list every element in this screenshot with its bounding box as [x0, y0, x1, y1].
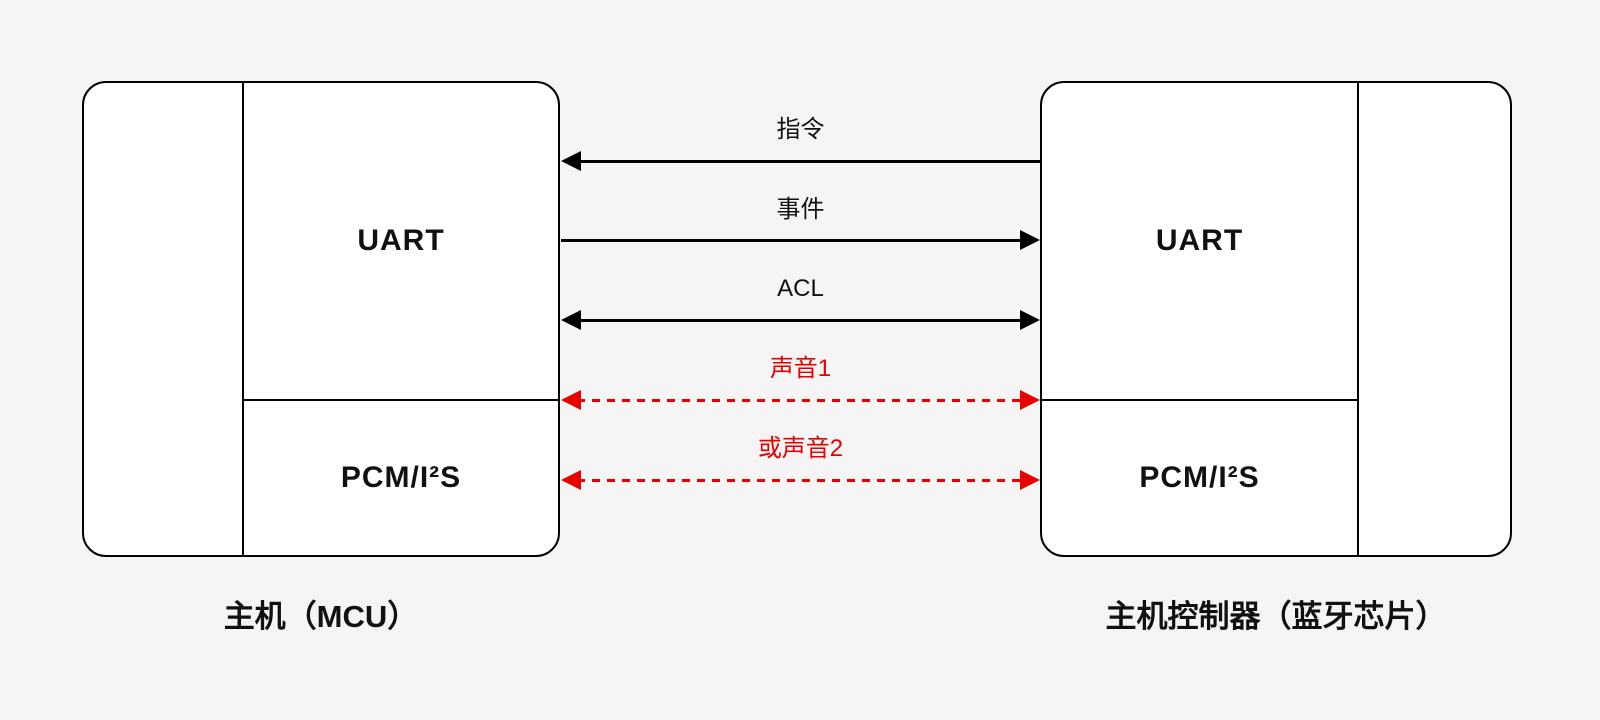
- audio1-arrow-shaft: [577, 398, 1024, 402]
- controller-uart-section: UART: [1042, 83, 1357, 399]
- host-inner-horizontal-divider: [242, 399, 558, 401]
- acl-arrowhead-right-icon: [1020, 310, 1040, 330]
- controller-pcm-i2s-label: PCM/I²S: [1139, 461, 1260, 494]
- host-uart-section: UART: [244, 83, 558, 399]
- controller-inner-horizontal-divider: [1042, 399, 1359, 401]
- acl-arrowhead-left-icon: [561, 310, 581, 330]
- audio2-arrowhead-right-icon: [1020, 470, 1040, 490]
- host-inner-vertical-divider: [242, 83, 244, 555]
- event-arrowhead-right-icon: [1020, 230, 1040, 250]
- audio1-arrowhead-right-icon: [1020, 390, 1040, 410]
- command-arrow-shaft: [575, 159, 1040, 163]
- host-pcm-i2s-label: PCM/I²S: [340, 461, 462, 494]
- audio2-arrow-label: 或声音2: [757, 435, 844, 462]
- host-mcu-caption: 主机（MCU）: [223, 599, 419, 634]
- acl-arrow-label: ACL: [777, 275, 824, 302]
- command-arrow-label: 指令: [776, 116, 825, 143]
- controller-caption: 主机控制器（蓝牙芯片）: [1105, 599, 1447, 634]
- controller-pcm-i2s-section: PCM/I²S: [1042, 401, 1357, 555]
- event-arrow: [561, 230, 1040, 250]
- host-uart-label: UART: [357, 224, 445, 257]
- audio1-arrow-label: 声音1: [769, 355, 832, 382]
- event-arrow-label: 事件: [776, 196, 825, 223]
- host-mcu-node: UART PCM/I²S: [82, 81, 560, 557]
- command-arrowhead-left-icon: [561, 151, 581, 171]
- event-arrow-shaft: [561, 238, 1026, 242]
- audio1-arrow: [561, 390, 1040, 410]
- audio2-arrow: [561, 470, 1040, 490]
- host-pcm-i2s-section: PCM/I²S: [244, 401, 558, 555]
- audio2-arrowhead-left-icon: [561, 470, 581, 490]
- audio2-arrow-shaft: [577, 478, 1024, 482]
- acl-arrow: [561, 310, 1040, 330]
- audio1-arrowhead-left-icon: [561, 390, 581, 410]
- controller-inner-vertical-divider: [1357, 83, 1359, 555]
- acl-arrow-shaft: [575, 318, 1026, 322]
- controller-node: UART PCM/I²S: [1040, 81, 1512, 557]
- command-arrow: [561, 151, 1040, 171]
- controller-uart-label: UART: [1155, 224, 1244, 257]
